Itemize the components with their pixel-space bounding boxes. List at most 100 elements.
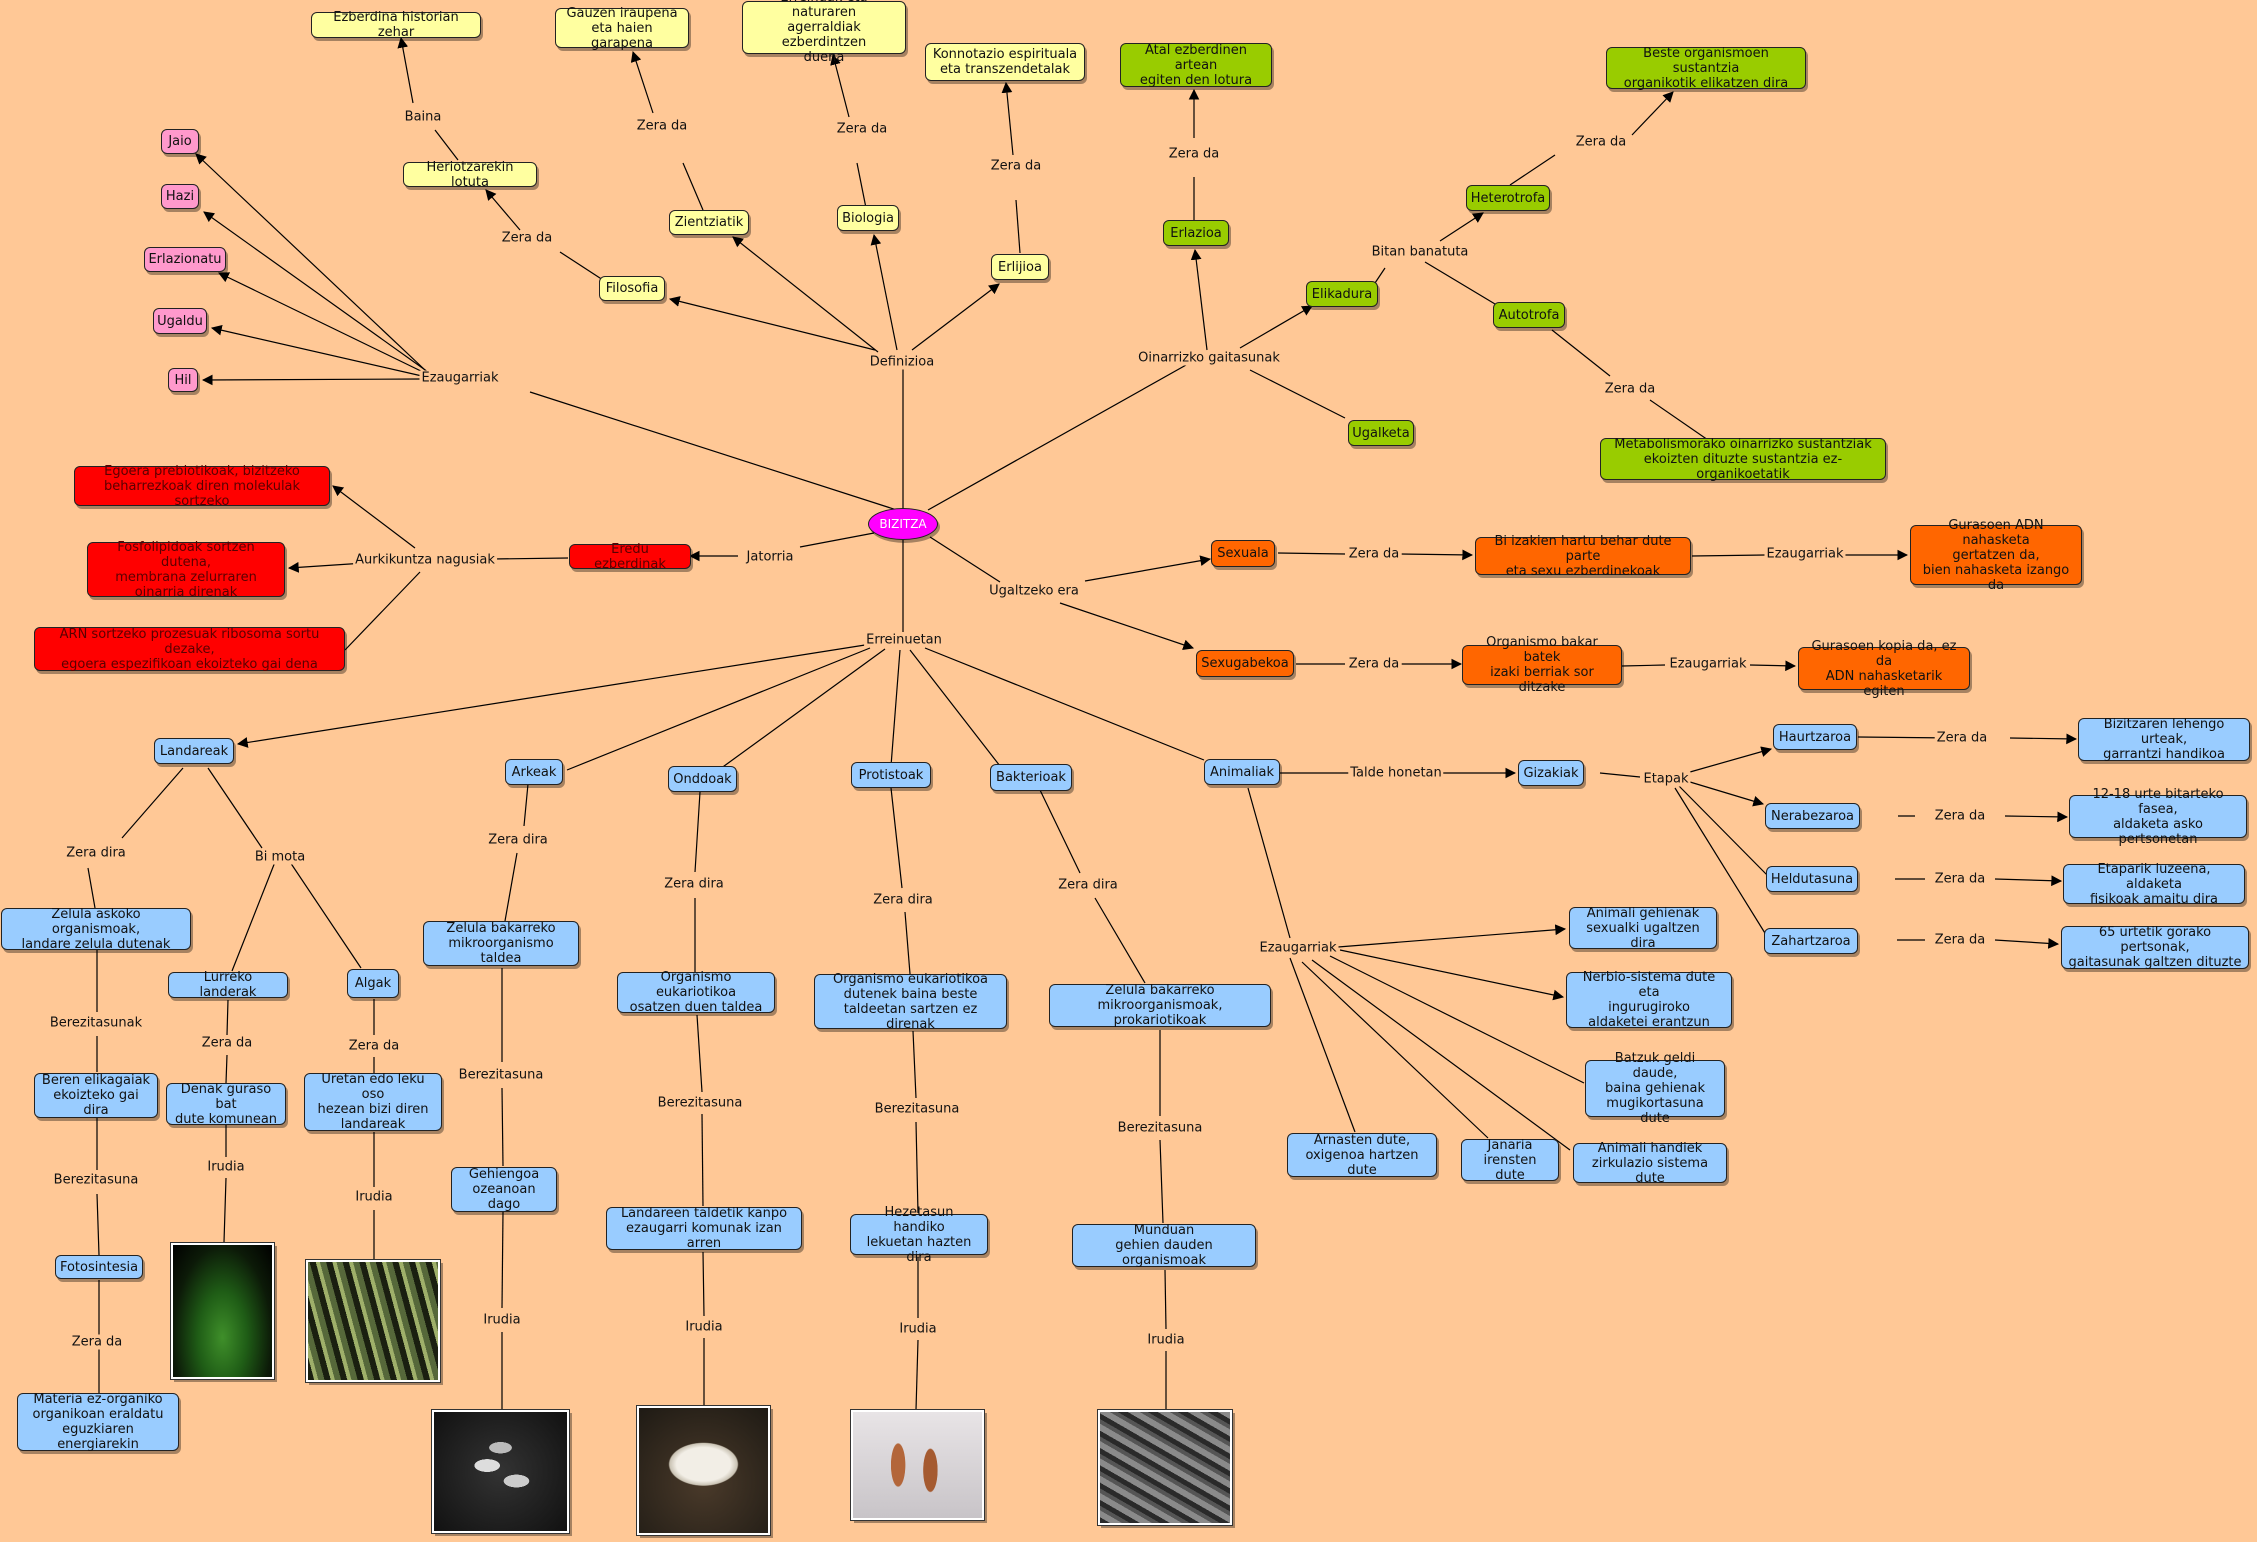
- node-gurasoen-kopia[interactable]: Gurasoen kopia da, ez da ADN nahasketari…: [1798, 639, 1970, 699]
- node-autotrofa[interactable]: Autotrofa: [1493, 302, 1565, 328]
- link-ugaltzeko-era: Ugaltzeko era: [987, 583, 1081, 599]
- node-haurtzaroa[interactable]: Haurtzaroa: [1773, 724, 1857, 750]
- link-berezitasuna: Berezitasuna: [872, 1101, 962, 1117]
- link-zera-da: Zera da: [69, 1334, 125, 1350]
- node-batzuk-geldi[interactable]: Batzuk geldi daude, baina gehienak mugik…: [1585, 1051, 1725, 1126]
- node-bi-izakien[interactable]: Bi izakien hartu behar dute parte eta se…: [1475, 534, 1691, 579]
- link-etapak: Etapak: [1641, 771, 1691, 787]
- node-etaparik-luzeena[interactable]: Etaparik luzeena, aldaketa fisikoak amai…: [2063, 862, 2245, 907]
- link-ezaugarriak: Ezaugarriak: [1257, 940, 1339, 956]
- link-zera-da: Zera da: [634, 118, 690, 134]
- node-zelula-askoko[interactable]: Zelula askoko organismoak, landare zelul…: [1, 907, 191, 952]
- link-berezitasuna: Berezitasuna: [456, 1067, 546, 1083]
- node-12-18-urte[interactable]: 12-18 urte bitarteko fasea, aldaketa ask…: [2069, 787, 2247, 847]
- node-landareak[interactable]: Landareak: [154, 738, 234, 764]
- node-denak-guraso-bat[interactable]: Denak guraso bat dute komunean: [166, 1082, 286, 1127]
- node-atal-ezberdinen[interactable]: Atal ezberdinen artean egiten den lotura: [1120, 43, 1272, 88]
- node-ugaldu[interactable]: Ugaldu: [153, 308, 207, 334]
- link-irudia: Irudia: [205, 1159, 247, 1175]
- archaea-photo: [431, 1409, 570, 1534]
- node-organismo-eukariotikoa-protistoak[interactable]: Organismo eukariotikoa dutenek baina bes…: [814, 972, 1007, 1032]
- link-definizioa: Definizioa: [867, 354, 937, 370]
- node-erlijioa[interactable]: Erlijioa: [991, 254, 1049, 280]
- node-hazi[interactable]: Hazi: [161, 184, 199, 209]
- node-gurasoen-adn-nahasketa[interactable]: Gurasoen ADN nahasketa gertatzen da, bie…: [1910, 518, 2082, 593]
- node-bakterioak[interactable]: Bakterioak: [990, 764, 1072, 791]
- node-metabolismorako[interactable]: Metabolismorako oinarrizko sustantziak e…: [1600, 437, 1886, 482]
- node-zelula-bakarreko-arkeak[interactable]: Zelula bakarreko mikroorganismo taldea: [423, 921, 579, 966]
- node-algak[interactable]: Algak: [347, 969, 399, 998]
- node-janaria-irensten[interactable]: Janaria irensten dute: [1461, 1138, 1559, 1183]
- node-onddoak[interactable]: Onddoak: [668, 766, 737, 792]
- link-berezitasunak: Berezitasunak: [47, 1015, 145, 1031]
- node-biologia[interactable]: Biologia: [837, 205, 899, 231]
- node-65-urtetik[interactable]: 65 urtetik gorako pertsonak, gaitasunak …: [2061, 925, 2249, 970]
- node-organismo-eukariotikoa-onddoak[interactable]: Organismo eukariotikoa osatzen duen tald…: [617, 970, 775, 1015]
- node-gizakiak[interactable]: Gizakiak: [1518, 760, 1584, 786]
- node-uretan-edo-leku[interactable]: Uretan edo leku oso hezean bizi diren la…: [304, 1072, 442, 1132]
- link-irudia: Irudia: [897, 1321, 939, 1337]
- node-munduan-gehien[interactable]: Munduan gehien dauden organismoak: [1072, 1223, 1256, 1268]
- link-zera-da: Zera da: [1932, 932, 1988, 948]
- node-zelula-bakarreko-bakterioak[interactable]: Zelula bakarreko mikroorganismoak, proka…: [1049, 983, 1271, 1028]
- node-heriotzarekin-lotuta[interactable]: Heriotzarekin lotuta: [403, 160, 537, 190]
- node-protistoak[interactable]: Protistoak: [851, 762, 931, 788]
- node-beste-organismoen[interactable]: Beste organismoen sustantzia organikotik…: [1606, 46, 1806, 91]
- link-jatorria: Jatorria: [744, 549, 796, 565]
- node-arkeak[interactable]: Arkeak: [505, 759, 563, 785]
- node-animali-gehienak[interactable]: Animali gehienak sexualki ugaltzen dira: [1569, 906, 1717, 951]
- node-fotosintesia[interactable]: Fotosintesia: [55, 1255, 143, 1279]
- protist-photo: [850, 1409, 985, 1521]
- node-beren-elikagaiak[interactable]: Beren elikagaiak ekoizteko gai dira: [34, 1073, 158, 1118]
- link-ezaugarriak: Ezaugarriak: [419, 370, 501, 386]
- center-node-bizitza[interactable]: BIZITZA: [868, 508, 938, 540]
- node-materia-ez-organiko[interactable]: Materia ez-organiko organikoan eraldatu …: [17, 1392, 179, 1452]
- node-egoera-prebiotikoak[interactable]: Egoera prebiotikoak, bizitzeko beharrezk…: [74, 464, 330, 509]
- node-bizitzaren-lehengo[interactable]: Bizitzaren lehengo urteak, garrantzi han…: [2078, 717, 2250, 762]
- link-oinarrizko-gaitasunak: Oinarrizko gaitasunak: [1136, 350, 1282, 366]
- node-zahartzaroa[interactable]: Zahartzaroa: [1764, 928, 1858, 954]
- node-heterotrofa[interactable]: Heterotrofa: [1466, 185, 1550, 211]
- node-arnasten-dute[interactable]: Arnasten dute, oxigenoa hartzen dute: [1287, 1133, 1437, 1178]
- link-zera-da: Zera da: [1602, 381, 1658, 397]
- node-hil[interactable]: Hil: [168, 368, 198, 392]
- node-arn-sortzeko[interactable]: ARN sortzeko prozesuak ribosoma sortu de…: [34, 627, 345, 672]
- node-fosfolipidoak[interactable]: Fosfolipidoak sortzen dutena, membrana z…: [87, 540, 285, 600]
- link-zera-dira: Zera dira: [662, 876, 726, 892]
- node-filosofia[interactable]: Filosofia: [599, 276, 665, 301]
- link-zera-da: Zera da: [834, 121, 890, 137]
- node-sexuala[interactable]: Sexuala: [1211, 540, 1275, 567]
- node-konnotazio-espiritualak[interactable]: Konnotazio espirituala eta transzendetal…: [925, 43, 1085, 81]
- link-berezitasuna: Berezitasuna: [655, 1095, 745, 1111]
- node-erlazionatu[interactable]: Erlazionatu: [144, 247, 226, 272]
- node-ugalketa[interactable]: Ugalketa: [1348, 420, 1414, 446]
- node-sexugabekoa[interactable]: Sexugabekoa: [1196, 650, 1294, 677]
- link-zera-da: Zera da: [1346, 546, 1402, 562]
- node-organismo-bakar-batek[interactable]: Organismo bakar batek izaki berriak sor …: [1462, 635, 1622, 695]
- link-zera-dira: Zera dira: [1056, 877, 1120, 893]
- node-nerbio-sistema[interactable]: Nerbio-sistema dute eta ingurugiroko ald…: [1566, 970, 1732, 1030]
- link-bi-mota: Bi mota: [252, 849, 308, 865]
- bacteria-photo: [1097, 1409, 1233, 1526]
- link-zera-da: Zera da: [1346, 656, 1402, 672]
- link-zera-da: Zera da: [499, 230, 555, 246]
- node-elikadura[interactable]: Elikadura: [1306, 281, 1378, 307]
- node-animali-handiek[interactable]: Animali handiek zirkulazio sistema dute: [1573, 1141, 1727, 1186]
- node-landareen-taldetik[interactable]: Landareen taldetik kanpo ezaugarri komun…: [606, 1206, 802, 1251]
- node-gauzen-iraupena[interactable]: Gauzen iraupena eta haien garapena: [555, 6, 689, 51]
- node-heldutasuna[interactable]: Heldutasuna: [1766, 866, 1858, 892]
- node-hezetasun-handiko[interactable]: Hezetasun handiko lekuetan hazten dira: [850, 1205, 988, 1265]
- node-zientziatik[interactable]: Zientziatik: [669, 210, 749, 235]
- node-eredu-ezberdinak[interactable]: Eredu ezberdinak: [569, 542, 691, 572]
- node-nerabezaroa[interactable]: Nerabezaroa: [1765, 803, 1860, 829]
- node-erreinuak-naturaren[interactable]: Erreinuak eta naturaren agerraldiak ezbe…: [742, 0, 906, 65]
- node-animaliak[interactable]: Animaliak: [1204, 759, 1280, 785]
- node-erlazioa[interactable]: Erlazioa: [1163, 220, 1229, 246]
- node-ezberdina-historian[interactable]: Ezberdina historian zehar: [311, 10, 481, 40]
- link-irudia: Irudia: [481, 1312, 523, 1328]
- node-gehiengoa-ozeanoan[interactable]: Gehiengoa ozeanoan dago: [451, 1167, 557, 1212]
- link-zera-da: Zera da: [1573, 134, 1629, 150]
- node-jaio[interactable]: Jaio: [161, 129, 199, 154]
- node-lurreko-landerak[interactable]: Lurreko landerak: [168, 970, 288, 1000]
